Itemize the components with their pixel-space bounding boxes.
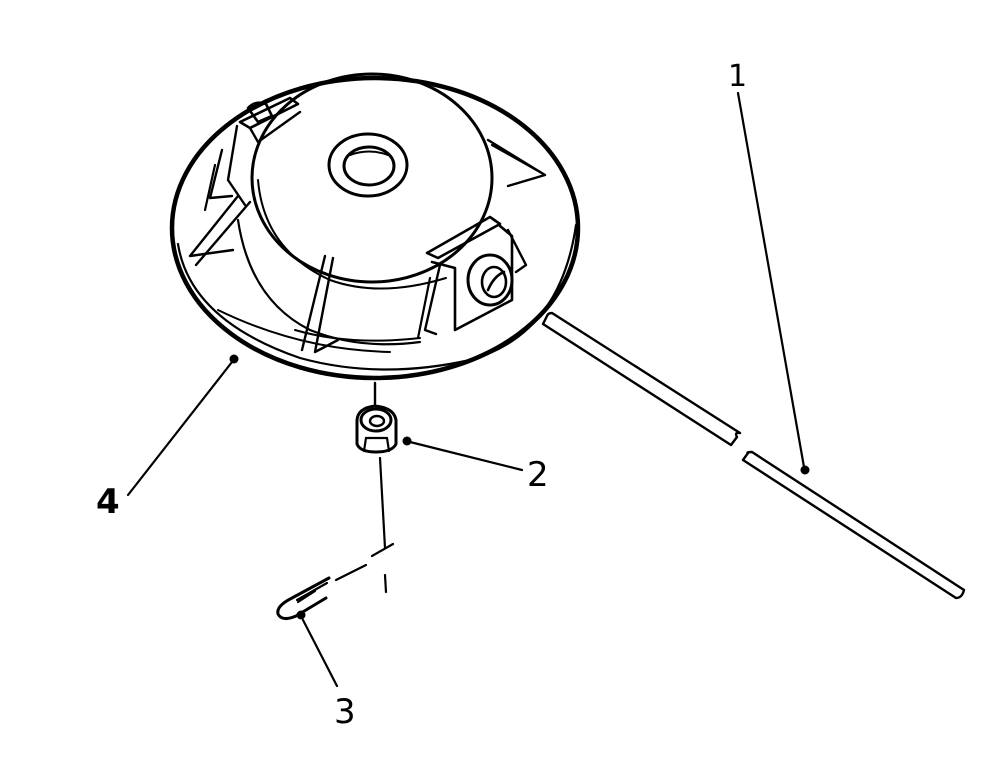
trimmer-rod xyxy=(541,311,966,600)
trimmer-head-housing xyxy=(169,72,581,381)
cotter-pin xyxy=(276,576,331,621)
callout-2: 2 xyxy=(527,455,549,495)
assembly-axis-line xyxy=(334,381,395,594)
leader-line-1 xyxy=(736,91,810,475)
callout-1: 1 xyxy=(728,59,748,94)
hex-nut xyxy=(355,404,398,454)
leader-line-3 xyxy=(296,610,339,688)
callout-3: 3 xyxy=(334,692,356,732)
callout-4: 4 xyxy=(96,482,120,522)
leader-line-2 xyxy=(402,436,524,472)
leader-line-4 xyxy=(126,354,239,497)
